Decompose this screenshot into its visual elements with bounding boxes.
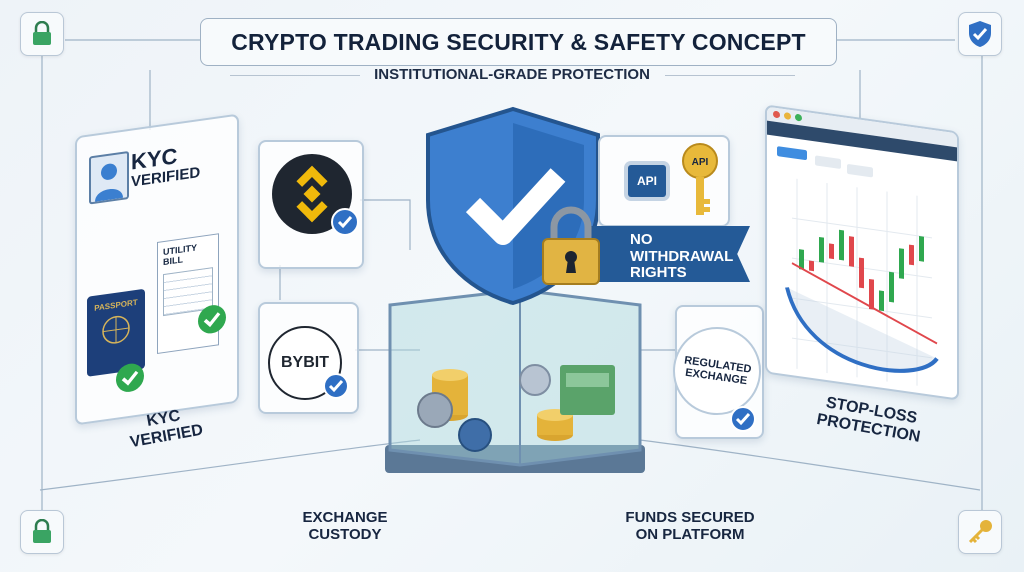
chart-tab[interactable] bbox=[847, 164, 873, 178]
close-dot[interactable] bbox=[773, 110, 780, 119]
api-chip: API bbox=[628, 165, 666, 197]
divider bbox=[665, 75, 795, 76]
trading-chart-window bbox=[765, 104, 959, 401]
lock-badge-top-left bbox=[20, 12, 64, 56]
minimize-dot[interactable] bbox=[784, 112, 791, 121]
user-icon bbox=[95, 163, 123, 202]
title-box: CRYPTO TRADING SECURITY & SAFETY CONCEPT bbox=[200, 18, 837, 66]
lock-badge-bottom-left bbox=[20, 510, 64, 554]
lock-icon bbox=[33, 519, 51, 543]
funds-line2: ON PLATFORM bbox=[635, 525, 745, 543]
regulated-exchange-panel: REGULATED EXCHANGE bbox=[667, 305, 767, 439]
check-badge-icon bbox=[116, 363, 144, 392]
divider bbox=[230, 75, 360, 76]
check-badge-icon bbox=[730, 406, 756, 432]
passport: PASSPORT bbox=[87, 288, 145, 377]
page-title: CRYPTO TRADING SECURITY & SAFETY CONCEPT bbox=[231, 28, 806, 55]
chart-tab[interactable] bbox=[777, 146, 807, 161]
coin-stack bbox=[417, 364, 615, 452]
api-key-icon bbox=[682, 143, 718, 215]
check-badge-icon bbox=[323, 373, 349, 399]
custody-line2: CUSTODY bbox=[308, 525, 382, 543]
custody-line1: EXCHANGE bbox=[302, 509, 388, 526]
binance-logo-icon bbox=[272, 154, 359, 236]
shield-badge-top-right bbox=[958, 12, 1002, 56]
shield-check-icon bbox=[969, 21, 991, 47]
safety-net-icon bbox=[785, 287, 939, 373]
api-key-label: API bbox=[691, 157, 709, 168]
candlestick-chart bbox=[777, 146, 939, 386]
lock-icon bbox=[33, 21, 51, 45]
binance-exchange-panel bbox=[258, 140, 364, 269]
chart-tab[interactable] bbox=[815, 155, 841, 169]
maximize-dot[interactable] bbox=[795, 113, 802, 122]
key-icon bbox=[968, 520, 992, 544]
no-withdrawal-banner: NO WITHDRAWAL RIGHTS bbox=[590, 226, 750, 282]
banner-line3: RIGHTS bbox=[630, 264, 687, 281]
page-subtitle: INSTITUTIONAL-GRADE PROTECTION bbox=[374, 66, 650, 83]
key-badge-bottom-right bbox=[958, 510, 1002, 554]
funds-line1: FUNDS SECURED bbox=[625, 509, 755, 526]
banner-line2: WITHDRAWAL bbox=[630, 247, 734, 265]
api-panel: API API bbox=[598, 135, 730, 227]
avatar bbox=[89, 150, 129, 205]
banner-line1: NO bbox=[630, 231, 653, 248]
padlock-icon bbox=[542, 206, 600, 285]
check-badge-icon bbox=[198, 305, 226, 334]
globe-icon bbox=[102, 315, 130, 344]
bybit-exchange-panel: BYBIT bbox=[258, 302, 359, 414]
glass-vault bbox=[385, 288, 645, 473]
candles bbox=[799, 229, 924, 312]
stop-loss-line bbox=[791, 262, 938, 345]
